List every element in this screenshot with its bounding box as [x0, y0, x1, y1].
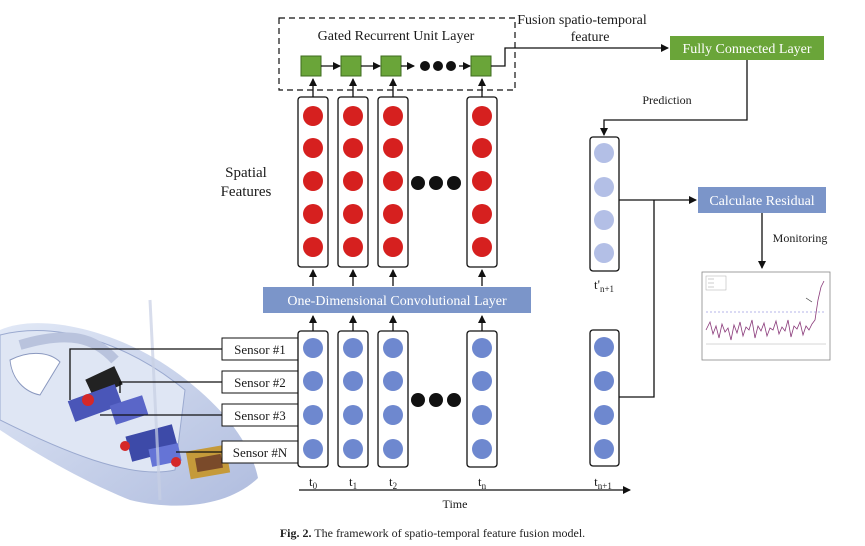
input-column-t0 — [297, 330, 329, 468]
sensor-leader-lines — [69, 348, 222, 453]
gru-layer: Gated Recurrent Unit Layer — [278, 17, 516, 91]
calculate-residual-box: Calculate Residual — [698, 187, 826, 213]
caption-text: The framework of spatio-temporal feature… — [314, 526, 586, 540]
time-step-labels: t0 t1 t2 tn tn+1 — [309, 474, 612, 491]
input-columns — [297, 315, 498, 468]
fusion-feature-line1: Fusion spatio-temporal — [517, 13, 647, 28]
time-step-tn: tn — [478, 474, 487, 491]
figure-caption: Fig. 2. The framework of spatio-temporal… — [0, 526, 865, 541]
monitoring-label: Monitoring — [773, 231, 828, 245]
fusion-arrow — [491, 44, 669, 67]
sensor-2-label: Sensor #2 — [234, 375, 286, 390]
sensor-3-box: Sensor #3 — [221, 403, 299, 427]
prediction-arrow — [600, 60, 748, 136]
time-axis-label: Time — [443, 497, 468, 511]
gru-cell — [470, 55, 492, 77]
predicted-step-label: t'n+1 — [594, 277, 614, 294]
sensor-3-label: Sensor #3 — [234, 408, 286, 423]
spatial-column-t1 — [337, 96, 369, 268]
sensor-1-box: Sensor #1 — [221, 337, 299, 361]
sensor-n-box: Sensor #N — [221, 440, 299, 464]
input-column-t1 — [337, 330, 369, 468]
monitoring-chart-thumbnail — [701, 271, 831, 361]
spatial-column-tn — [466, 96, 498, 268]
time-step-t1: t1 — [349, 474, 357, 491]
gru-cell — [380, 55, 402, 77]
sensor-1-label: Sensor #1 — [234, 342, 286, 357]
input-column-tn — [466, 330, 498, 468]
framework-diagram: Sensor #1 Sensor #2 Sensor #3 Sensor #N … — [0, 13, 831, 511]
gru-layer-title: Gated Recurrent Unit Layer — [318, 29, 475, 44]
sensor-2-box: Sensor #2 — [221, 370, 299, 394]
conv-layer-label: One-Dimensional Convolutional Layer — [287, 294, 507, 309]
prediction-label: Prediction — [642, 93, 691, 107]
caption-label: Fig. 2. — [279, 526, 312, 540]
spatial-features-line2: Features — [221, 184, 272, 200]
time-step-t0: t0 — [309, 474, 318, 491]
time-step-tn1: tn+1 — [594, 474, 612, 491]
gru-cells — [300, 55, 492, 77]
time-step-t2: t2 — [389, 474, 397, 491]
fusion-feature-line2: feature — [571, 30, 610, 45]
spatial-features-line1: Spatial — [225, 165, 267, 181]
gru-cell — [340, 55, 362, 77]
actual-column-tn1 — [589, 329, 620, 467]
spatial-column-t0 — [297, 96, 329, 268]
predicted-column — [589, 136, 620, 272]
input-ellipsis-dots — [411, 393, 461, 407]
calculate-residual-label: Calculate Residual — [709, 194, 814, 209]
conv-layer: One-Dimensional Convolutional Layer — [263, 287, 531, 313]
input-column-t2 — [377, 330, 409, 468]
gru-cell — [300, 55, 322, 77]
sensor-n-label: Sensor #N — [233, 445, 288, 460]
spatial-feature-columns — [297, 78, 498, 286]
fully-connected-label: Fully Connected Layer — [682, 42, 811, 57]
wind-turbine-nacelle-illustration — [0, 299, 258, 506]
gru-ellipsis-dots — [420, 61, 456, 71]
spatial-ellipsis-dots — [411, 176, 461, 190]
sensor-boxes: Sensor #1 Sensor #2 Sensor #3 Sensor #N — [221, 337, 299, 464]
spatial-column-t2 — [377, 96, 409, 268]
residual-connectors — [619, 196, 697, 398]
fully-connected-layer: Fully Connected Layer — [670, 36, 824, 60]
